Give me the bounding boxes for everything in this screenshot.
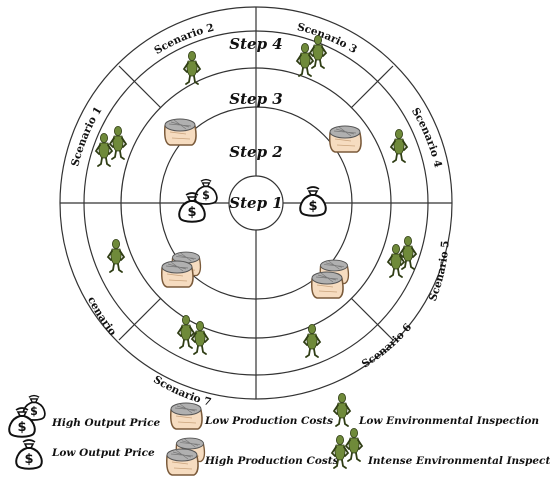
legend: High Output Price Low Output Price Low P…: [8, 392, 550, 476]
inspector-figure-icon: [333, 392, 351, 427]
scenario-1-label: Scenario 1: [69, 105, 104, 168]
intense-environmental-inspection-icon: [95, 125, 127, 167]
legend-intense-environmental-inspection-label: Intense Environmental Inspection: [367, 455, 550, 467]
scenario-6-label: Scenario 6: [360, 321, 414, 370]
step-4-label: Step 4: [229, 35, 282, 53]
legend-low-production-costs: Low Production Costs: [169, 402, 333, 430]
low-environmental-inspection-icon: [183, 50, 201, 85]
scenario-4-label: Scenario 4: [409, 106, 444, 169]
sack-icon: [169, 402, 203, 430]
low-production-costs-icon: [163, 118, 197, 146]
low-environmental-inspection-icon: [107, 238, 125, 273]
high-production-costs-icon: [310, 259, 350, 299]
intense-environmental-inspection-icon: [296, 34, 327, 77]
divider-upper-right: [350, 65, 394, 109]
divider-lower-right: [350, 297, 394, 341]
sack-icon: [165, 437, 206, 476]
divider-upper-left: [118, 65, 162, 109]
step-1-label: Step 1: [229, 194, 282, 212]
legend-high-production-costs-label: High Production Costs: [204, 455, 339, 467]
legend-low-environmental-inspection: Low Environmental Inspection: [333, 392, 539, 427]
legend-high-production-costs: High Production Costs: [165, 437, 339, 476]
scenario-2-label: Scenario 2: [152, 22, 215, 57]
legend-low-output-price: Low Output Price: [15, 439, 155, 470]
step-2-label: Step 2: [229, 143, 282, 161]
money-bag-icon: [8, 394, 46, 438]
legend-low-environmental-inspection-label: Low Environmental Inspection: [358, 415, 539, 427]
money-bag-icon: [15, 439, 43, 470]
high-output-price-icon: [178, 178, 218, 223]
legend-low-output-price-label: Low Output Price: [51, 447, 155, 459]
scenario-8-label: Scenario 8: [0, 0, 121, 341]
low-environmental-inspection-icon: [303, 323, 321, 358]
intense-environmental-inspection-icon: [387, 235, 417, 278]
step-3-label: Step 3: [229, 90, 282, 108]
low-output-price-icon: [299, 186, 327, 217]
scenario-5-label: Scenario 5: [427, 240, 452, 303]
divider-lower-left: [118, 297, 162, 341]
legend-high-output-price: High Output Price: [8, 394, 160, 438]
low-production-costs-icon: [328, 125, 362, 153]
legend-low-production-costs-label: Low Production Costs: [204, 415, 333, 427]
high-production-costs-icon: [160, 251, 202, 288]
low-environmental-inspection-icon: [390, 128, 408, 163]
legend-high-output-price-label: High Output Price: [51, 417, 160, 429]
intense-environmental-inspection-icon: [177, 314, 209, 355]
legend-intense-environmental-inspection: Intense Environmental Inspection: [331, 427, 550, 469]
